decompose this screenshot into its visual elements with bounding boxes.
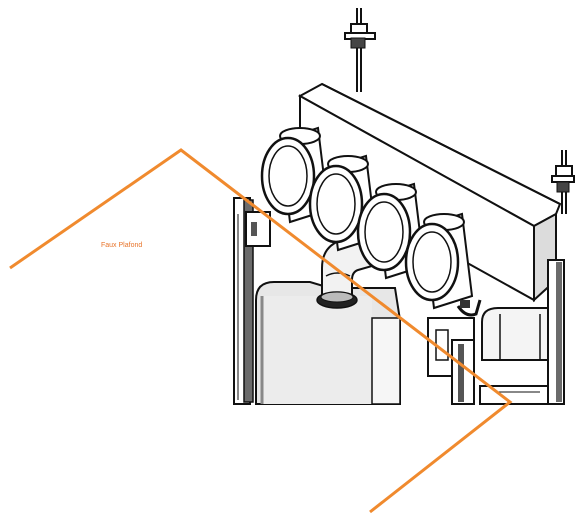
right-rail <box>547 259 565 405</box>
duct-collar-2 <box>308 154 378 252</box>
plenum-box <box>297 82 562 303</box>
duct-clamp <box>456 299 482 317</box>
boiler-body <box>255 281 401 405</box>
false-ceiling-label: Faux Plafond <box>101 242 143 249</box>
false-ceiling-line <box>9 148 513 514</box>
threaded-rod-right <box>551 150 575 214</box>
duct-collar-4 <box>404 212 474 310</box>
threaded-rod-left <box>344 8 376 92</box>
right-support-bracket <box>427 317 475 405</box>
spacer-block <box>481 307 551 361</box>
left-support-rail <box>233 197 271 405</box>
